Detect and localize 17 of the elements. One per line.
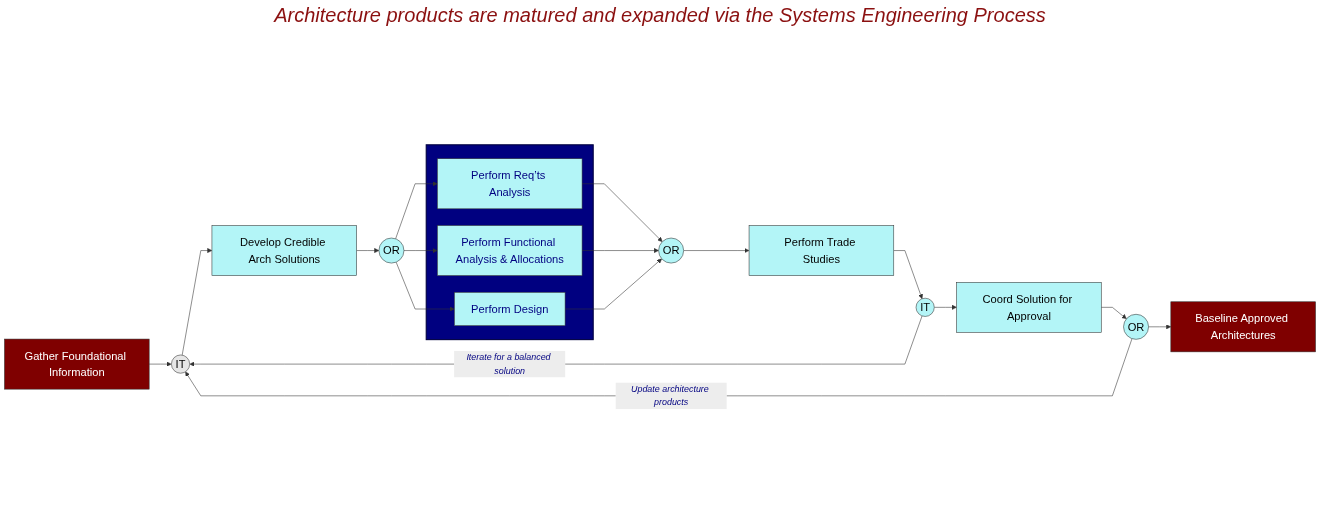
node-circle: OR (1123, 314, 1149, 340)
node-circle: OR (378, 237, 405, 264)
edge-label: Iterate for a balanced solution (466, 352, 551, 376)
node-circle: OR (658, 237, 684, 264)
cluster (425, 144, 594, 341)
edge-label: Update architecture products (631, 384, 709, 407)
node-box: Perform Functional Analysis & Allocations (437, 225, 583, 276)
node-box: Develop Credible Arch Solutions (211, 225, 357, 276)
node-box: Baseline Approved Architectures (1170, 301, 1316, 353)
note-text: Architecture products are matured and expanded via the Systems Engineering Process (274, 4, 1046, 27)
node-box: Perform Design (454, 292, 566, 326)
node-box: Perform Trade Studies (748, 225, 895, 276)
node-box: Coord Solution for Approval (956, 282, 1102, 333)
node-circle: IT (171, 354, 190, 374)
node-circle: IT (915, 297, 935, 317)
node-box: Perform Req’ts Analysis (437, 158, 583, 210)
node-box: Gather Foundational Information (4, 338, 150, 390)
